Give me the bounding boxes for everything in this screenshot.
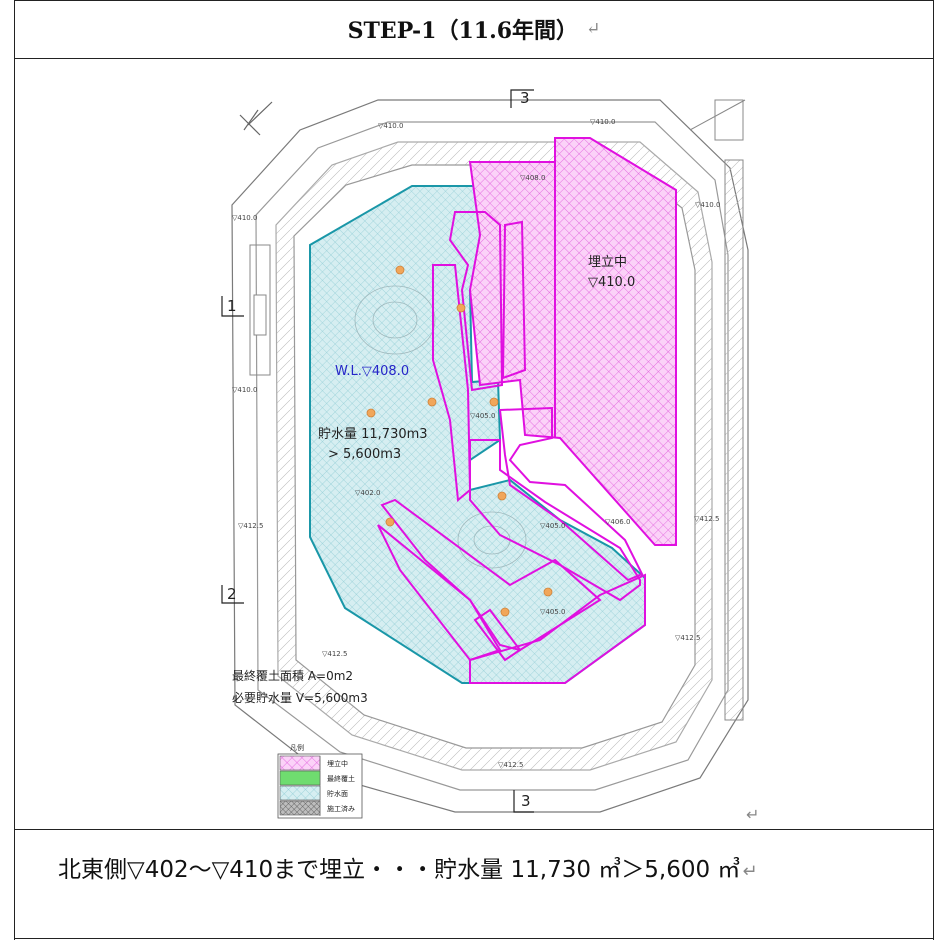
- elevation-label: ▽410.0: [378, 122, 403, 130]
- elevation-label: ▽408.0: [520, 174, 545, 182]
- section-marker-3-top: [510, 89, 534, 108]
- elevation-label: ▽410.0: [695, 201, 720, 209]
- survey-markers: [366, 265, 553, 617]
- elevation-label: ▽410.0: [590, 118, 615, 126]
- final-cover-area: 最終覆土面積 A=0m2: [232, 668, 353, 683]
- table-frame: [14, 0, 934, 940]
- legend-label-filling: 埋立中: [327, 759, 348, 768]
- legend-item: 埋立中: [279, 755, 348, 816]
- table-bottom-border: [14, 938, 934, 939]
- elevation-label: ▽412.5: [675, 634, 700, 642]
- legend-title: 凡例: [290, 743, 304, 752]
- section-label-1: 1: [227, 297, 237, 315]
- section-marker-2: [221, 585, 244, 604]
- filling-strips: [377, 211, 646, 684]
- return-mark-icon: ↵: [742, 861, 758, 882]
- elevation-label: ▽412.5: [322, 650, 347, 658]
- section-label-3-top: 3: [520, 89, 530, 107]
- elevation-label: ▽405.0: [470, 412, 495, 420]
- elevation-label: ▽412.5: [238, 522, 263, 530]
- legend-label-final-cover: 最終覆土: [327, 774, 355, 783]
- elevation-label: ▽402.0: [355, 489, 380, 497]
- elevation-labels: ▽410.0 ▽410.0 ▽410.0 ▽410.0 ▽410.0 ▽408.…: [232, 118, 720, 769]
- storage-volume-line2: > 5,600m3: [328, 447, 401, 462]
- elevation-label: ▽412.5: [694, 515, 719, 523]
- north-arrow-icon: [239, 101, 273, 136]
- step-header: STEP-1（11.6年間） ↵: [14, 0, 934, 58]
- filling-zone-elevation: ▽410.0: [588, 275, 635, 290]
- required-storage: 必要貯水量 V=5,600m3: [232, 691, 368, 705]
- elevation-label: ▽405.0: [540, 608, 565, 616]
- caption-text: 北東側▽402～▽410まで埋立・・・貯水量 11,730 ㎥＞5,600 ㎥: [58, 857, 741, 883]
- table-top-border: [14, 0, 934, 1]
- step-caption: 北東側▽402～▽410まで埋立・・・貯水量 11,730 ㎥＞5,600 ㎥↵: [58, 850, 758, 884]
- legend-item: 最終覆土: [279, 770, 355, 786]
- legend-item: 施工済み: [279, 800, 355, 816]
- storage-volume-line1: 貯水量 11,730m3: [318, 427, 428, 442]
- legend-label-water-surface: 貯水面: [327, 789, 348, 798]
- left-building: [249, 244, 271, 376]
- section-label-2: 2: [227, 585, 237, 603]
- legend: 凡例 埋立中 最終覆土 貯水面 施工済み: [277, 743, 363, 819]
- elevation-label: ▽410.0: [232, 214, 257, 222]
- section-marker-3-bottom: [513, 790, 534, 813]
- elevation-label: ▽412.5: [498, 761, 523, 769]
- step-title: STEP-1（11.6年間）: [347, 18, 579, 44]
- right-side-structure: [689, 99, 746, 721]
- elevation-label: ▽406.0: [605, 518, 630, 526]
- filling-zone-title: 埋立中: [588, 255, 627, 270]
- section-marker-1: [221, 296, 244, 317]
- return-mark-icon: ↵: [746, 805, 759, 824]
- section-label-3-bottom: 3: [521, 792, 531, 810]
- caption-divider: [14, 829, 934, 830]
- elevation-label: ▽410.0: [232, 386, 257, 394]
- legend-label-completed: 施工済み: [327, 804, 355, 813]
- elevation-label: ▽405.0: [540, 522, 565, 530]
- return-mark-icon: ↵: [586, 19, 601, 39]
- legend-item: 貯水面: [279, 785, 348, 801]
- header-divider: [14, 58, 934, 59]
- water-level-label: W.L.▽408.0: [335, 364, 409, 379]
